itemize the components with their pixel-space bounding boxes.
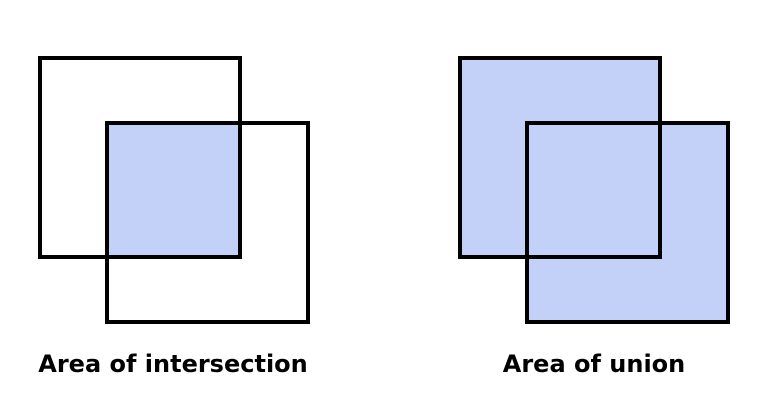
union-panel — [458, 56, 730, 324]
union-caption: Area of union — [502, 350, 686, 378]
intersection-caption: Area of intersection — [38, 350, 308, 378]
box-a-outline — [38, 56, 242, 259]
intersection-fill — [107, 123, 240, 257]
intersection-panel — [38, 56, 310, 324]
box-a-outline — [458, 56, 662, 259]
union-fill-b — [527, 123, 728, 322]
box-b-outline — [525, 121, 730, 324]
box-b-outline — [105, 121, 310, 324]
